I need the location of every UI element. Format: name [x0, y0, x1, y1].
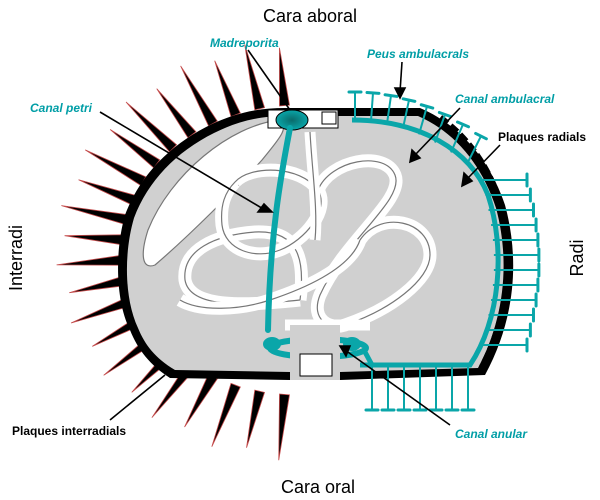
- tube-foot-sucker: [455, 120, 471, 129]
- stone-canal-label: Canal petri: [30, 101, 93, 115]
- ring-canal-label: Canal anular: [455, 427, 528, 441]
- tube-foot: [450, 124, 464, 153]
- spine: [109, 129, 161, 169]
- spine: [214, 60, 241, 118]
- tube-foot: [466, 135, 482, 165]
- radial-label: Radi: [567, 239, 587, 276]
- spine: [64, 234, 124, 246]
- stone-canal: [265, 125, 293, 333]
- spine: [279, 47, 290, 107]
- spine: [180, 65, 218, 127]
- spine: [246, 389, 266, 448]
- radial-plates-band: [437, 115, 512, 370]
- interradial-label: Interradi: [6, 225, 26, 291]
- tube-foot-sucker: [365, 90, 381, 95]
- madreporite-label: Madreporita: [210, 36, 279, 50]
- tube-foot-sucker: [401, 97, 417, 103]
- spine: [85, 149, 147, 187]
- tube-foot: [386, 95, 392, 124]
- tube-foot: [418, 106, 428, 135]
- tube-foot-sucker: [474, 131, 488, 141]
- interradial-plates-label: Plaques interradials: [12, 424, 126, 438]
- spine: [56, 254, 124, 266]
- tube-feet-label: Peus ambulacrals: [367, 47, 469, 61]
- spine: [184, 373, 218, 428]
- radial-plates-label: Plaques radials: [498, 130, 586, 144]
- tube-foot-sucker: [383, 93, 399, 98]
- leader-lines: [99, 49, 501, 426]
- oral-face-label: Cara oral: [281, 477, 355, 497]
- spine: [61, 205, 128, 225]
- tube-foot: [402, 99, 410, 129]
- mouth-region: [290, 325, 340, 380]
- tube-foot: [370, 92, 374, 121]
- madreporite: [267, 109, 339, 131]
- spine: [244, 44, 266, 111]
- radial-canal-label: Canal ambulacral: [455, 92, 555, 106]
- tube-foot-sucker: [437, 110, 453, 119]
- spine: [78, 179, 136, 206]
- spine: [125, 101, 178, 153]
- spine: [211, 382, 241, 447]
- tube-foot-sucker: [419, 103, 435, 110]
- spine: [278, 393, 290, 461]
- aboral-face-label: Cara aboral: [263, 6, 357, 26]
- spine: [156, 88, 197, 139]
- radial-canal: [347, 90, 541, 412]
